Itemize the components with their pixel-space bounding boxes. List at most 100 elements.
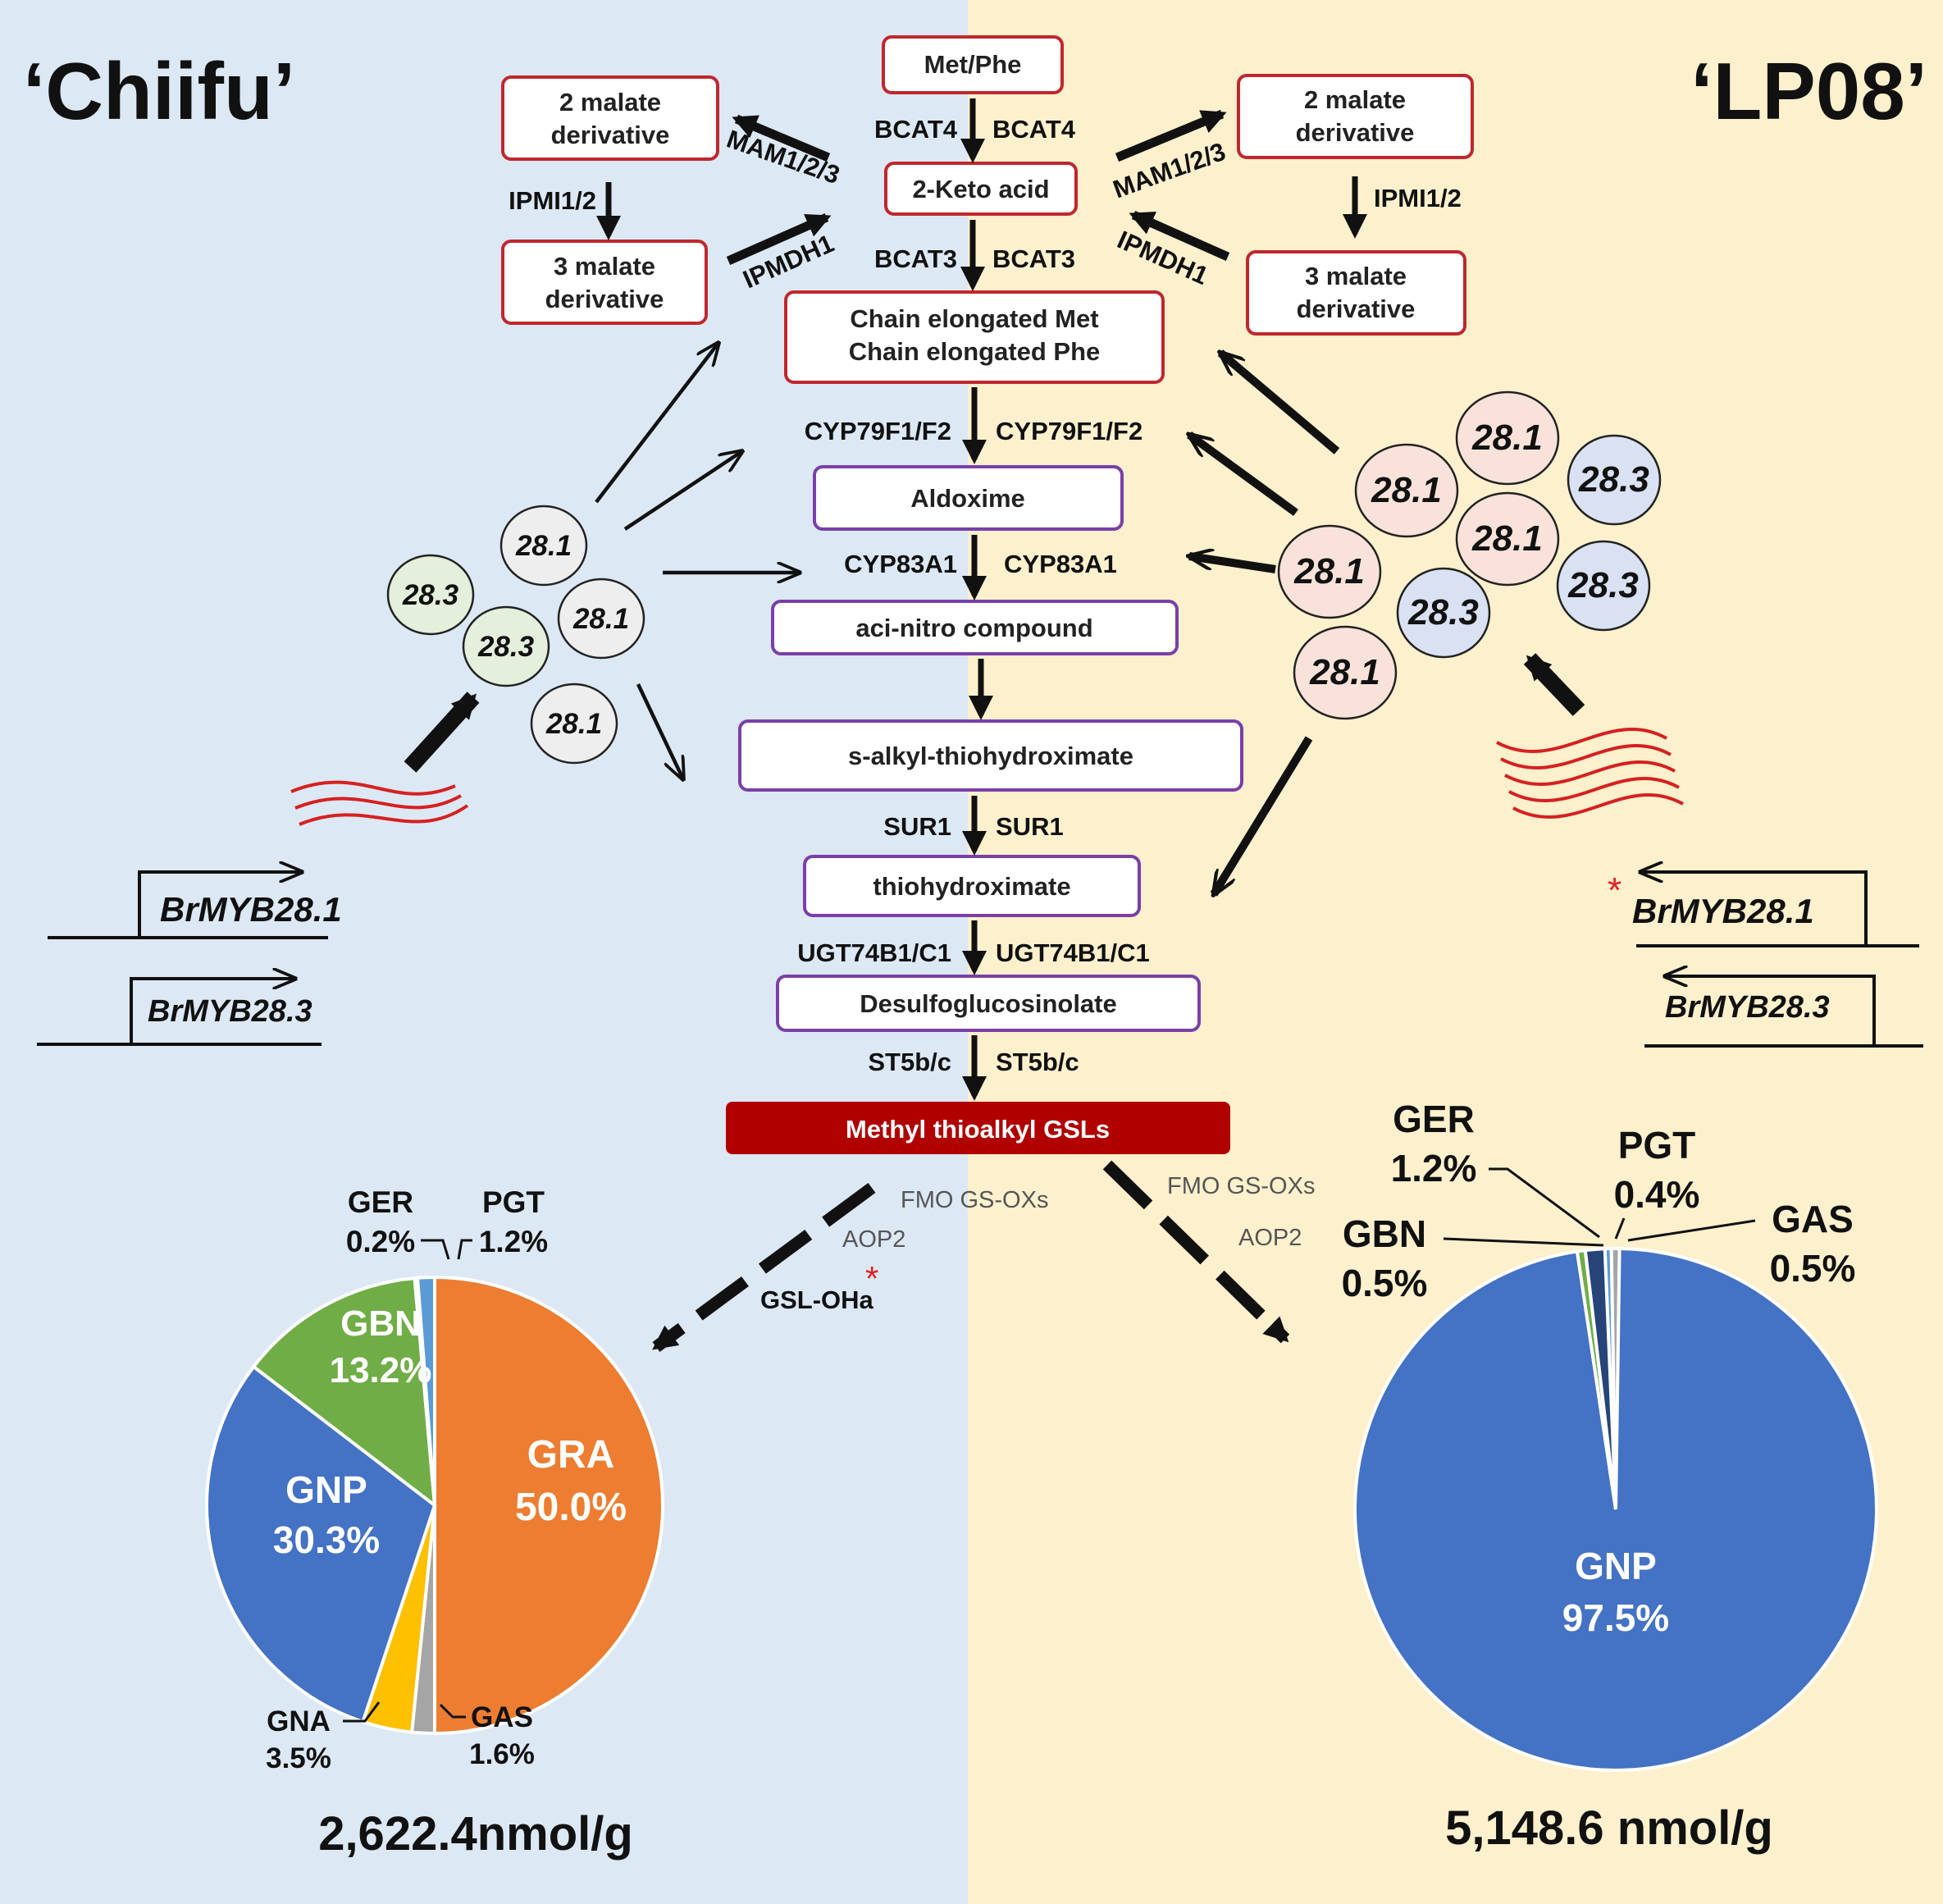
pie-right-value-gbn: 0.5%: [1342, 1262, 1428, 1304]
central-arrows: [596, 98, 1367, 1101]
pie-chart-chiifu: [205, 1275, 664, 1736]
pie-chart-lp08: [1353, 1246, 1878, 1772]
tf-cluster-right: 28.1 28.1 28.3 28.1 28.1 28.3 28.3 28.1: [1277, 390, 1662, 720]
gene-myb283-left: [37, 979, 322, 1046]
tf-283-right-a-label: 28.3: [1578, 459, 1649, 500]
label-cyp83-left: CYP83A1: [844, 550, 957, 578]
label-ipmi-left: IPMI1/2: [509, 186, 596, 215]
tf-283-left-b: 28.3: [462, 605, 550, 687]
box-aldoxime-label: Aldoxime: [910, 484, 1025, 513]
box-thiohydroximate-label: thiohydroximate: [873, 872, 1070, 901]
pie-left-value-gra: 50.0%: [515, 1486, 627, 1529]
arrow-tf-right-to-thiohydroximate: [1210, 736, 1313, 894]
tf-283-right-b: 28.3: [1556, 540, 1651, 632]
box-desulfoglucosinolate: Desulfoglucosinolate: [776, 975, 1201, 1032]
pie-right-value-gas: 0.5%: [1770, 1247, 1856, 1290]
pie-left-label-gas: GAS: [471, 1701, 533, 1733]
tf-281-right-a-label: 28.1: [1471, 418, 1543, 458]
cultivar-title-left: ‘Chiifu’: [23, 46, 295, 136]
label-ugt-left: UGT74B1/C1: [797, 938, 951, 967]
tf-281-right-b-label: 28.1: [1371, 470, 1442, 510]
pie-left-label-gbn: GBN: [340, 1304, 421, 1344]
box-malate3-left-line2: derivative: [545, 285, 664, 313]
pie-slice-gbn: [251, 1276, 437, 1509]
pie-left-value-gnp: 30.3%: [273, 1518, 380, 1561]
pie-left-value-gna: 3.5%: [266, 1742, 331, 1774]
label-aop2-left: AOP2: [842, 1226, 905, 1253]
box-chain-met-label: Chain elongated Met: [850, 304, 1098, 333]
label-fmo-left: FMO GS-OXs: [901, 1187, 1048, 1213]
tf-281-right-a: 28.1: [1455, 390, 1560, 486]
pie-right-value-ger: 1.2%: [1391, 1147, 1477, 1189]
pie-left-labels: GRA 50.0% GNP 30.3% GBN 13.2% GER 0.2% P…: [266, 1185, 633, 1861]
gene-myb283-right: [1644, 976, 1923, 1048]
arrow-tf-left-to-s-alkyl: [636, 683, 683, 779]
enzyme-labels: BCAT4 BCAT4 BCAT3 BCAT3 CYP79F1/F2 CYP79…: [509, 115, 1462, 1076]
box-s-alkyl-label: s-alkyl-thiohydroximate: [848, 742, 1133, 770]
box-chain-phe-label: Chain elongated Phe: [849, 337, 1101, 366]
tf-281-left-b-label: 28.1: [572, 603, 629, 635]
label-ipmi-right: IPMI1/2: [1374, 184, 1462, 212]
pie-slice-pgt: [415, 1275, 436, 1506]
arrow-ipmdh-right: [1129, 210, 1230, 262]
pie-slice-ger: [1583, 1247, 1617, 1510]
tf-283-right-c: 28.3: [1396, 567, 1491, 659]
tf-283-left-a: 28.3: [386, 554, 475, 636]
pie-left-value-pgt: 1.2%: [479, 1225, 548, 1258]
tf-281-right-c: 28.1: [1455, 491, 1560, 587]
pie-right-labels: GNP 97.5% GER 1.2% PGT 0.4% GBN 0.5% GAS…: [1342, 1098, 1856, 1855]
tf-283-right-a: 28.3: [1567, 434, 1662, 526]
asterisk-gsl-oha: *: [865, 1259, 878, 1298]
pie-left-value-gas: 1.6%: [469, 1738, 535, 1770]
tf-cluster-left: 28.1 28.3 28.1 28.3 28.1: [386, 505, 645, 765]
transcripts-left: [290, 780, 469, 826]
box-malate3-left-line1: 3 malate: [554, 252, 655, 281]
arrow-tf-right-to-cyp79: [1189, 435, 1298, 517]
arrow-mam-right: [1115, 109, 1227, 162]
box-malate2-right-line1: 2 malate: [1304, 85, 1406, 114]
pie-slice-gnp: [205, 1364, 437, 1724]
pie-right-label-pgt: PGT: [1618, 1124, 1696, 1167]
box-malate2-left-line1: 2 malate: [559, 88, 661, 116]
box-met-phe-label: Met/Phe: [924, 50, 1022, 79]
pie-right-label-ger: GER: [1393, 1098, 1475, 1140]
pie-left-label-pgt: PGT: [482, 1185, 545, 1219]
box-malate2-right-line2: derivative: [1296, 118, 1415, 147]
pie-right-leaders: [1443, 1167, 1756, 1247]
tf-281-right-e-label: 28.1: [1309, 652, 1380, 692]
label-cyp79-right: CYP79F1/F2: [996, 417, 1143, 445]
label-fmo-right: FMO GS-OXs: [1167, 1173, 1315, 1199]
arrow-tf-left-to-chain: [595, 343, 718, 504]
gene-myb281-left: [48, 872, 328, 939]
box-malate3-right: 3 malate derivative: [1246, 250, 1466, 336]
asterisk-myb281-right: *: [1608, 870, 1621, 911]
tf-281-left-c: 28.1: [530, 683, 618, 765]
tf-283-right-b-label: 28.3: [1567, 565, 1639, 605]
tf-283-left-b-label: 28.3: [477, 631, 535, 663]
gene-myb281-left-label: BrMYB28.1: [160, 890, 342, 929]
gene-myb283-left-label: BrMYB28.3: [148, 994, 312, 1029]
side-arrows: [726, 109, 1230, 266]
tf-283-right-c-label: 28.3: [1407, 592, 1479, 632]
tf-281-left-c-label: 28.1: [545, 708, 602, 740]
tf-arrows-left: [595, 343, 800, 779]
box-desulfoglucosinolate-label: Desulfoglucosinolate: [860, 989, 1116, 1018]
label-gsl-oha: GSL-OHa: [760, 1285, 874, 1314]
box-aci-nitro: aci-nitro compound: [771, 600, 1179, 655]
tf-281-left-a-label: 28.1: [515, 530, 572, 562]
tf-281-right-d-label: 28.1: [1293, 551, 1365, 591]
label-bcat3-right: BCAT3: [992, 244, 1075, 273]
pie-left-label-gna: GNA: [267, 1705, 331, 1737]
box-malate3-left: 3 malate derivative: [501, 240, 708, 325]
pie-left-total: 2,622.4nmol/g: [318, 1807, 633, 1861]
label-st5-left: ST5b/c: [868, 1048, 951, 1076]
box-malate2-left-line2: derivative: [551, 121, 670, 149]
tf-283-left-a-label: 28.3: [402, 579, 459, 611]
box-keto-acid: 2-Keto acid: [884, 162, 1078, 216]
arrow-tf-right-to-cyp83: [1189, 556, 1276, 573]
label-sur1-right: SUR1: [996, 812, 1064, 841]
arrow-downstream-right: [1102, 1160, 1290, 1344]
cultivar-title-right: ‘LP08’: [1690, 46, 1927, 136]
tf-281-right-d: 28.1: [1277, 524, 1382, 619]
pie-right-label-gas: GAS: [1772, 1198, 1854, 1240]
